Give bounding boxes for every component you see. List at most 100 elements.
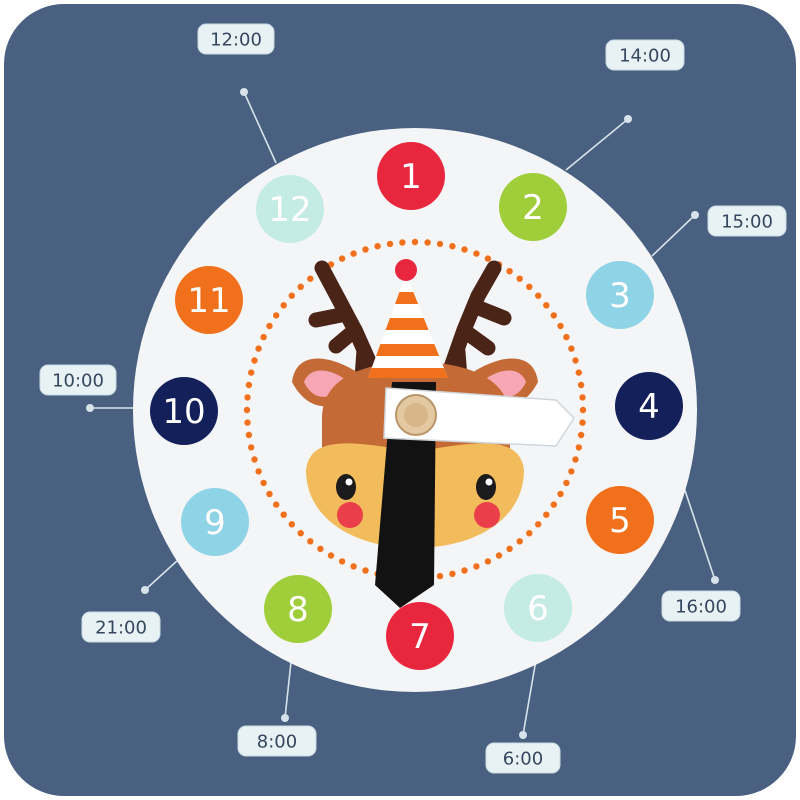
ring-dot <box>568 345 575 352</box>
callout-tags: 12:00 14:00 15:00 10:00 16:00 21:00 8:00 <box>39 23 787 774</box>
ring-dot <box>243 406 251 414</box>
ring-dot <box>244 394 251 401</box>
ring-dot <box>577 381 585 389</box>
ring-dot <box>572 357 579 364</box>
ring-dot <box>577 431 585 439</box>
ring-dot <box>557 322 564 330</box>
ring-dot <box>260 333 267 341</box>
numeral-7-text: 7 <box>409 617 431 657</box>
ring-dot <box>338 558 346 565</box>
ring-dot <box>526 530 533 537</box>
ring-dot <box>317 545 324 552</box>
callout-15-00-text: 15:00 <box>721 212 773 233</box>
callout-10-00: 10:00 <box>39 364 117 396</box>
callout-14-00-text: 14:00 <box>619 46 671 67</box>
callout-21-00-text: 21:00 <box>95 618 147 639</box>
numeral-discs: 1 2 3 4 5 6 7 8 <box>150 142 683 670</box>
numeral-7: 7 <box>386 602 454 670</box>
ring-dot <box>575 369 582 376</box>
ring-dot <box>350 250 357 257</box>
ring-dot <box>244 419 251 426</box>
numeral-1-text: 1 <box>400 157 422 197</box>
callout-21-00: 21:00 <box>81 611 161 643</box>
dotted-ring <box>243 238 587 582</box>
ring-dot <box>288 292 295 299</box>
ring-dot <box>245 431 253 439</box>
ring-dot <box>374 243 381 250</box>
ring-dot <box>386 240 394 248</box>
ring-dot <box>273 312 280 319</box>
ring-dot <box>251 456 258 463</box>
ring-dot <box>579 406 587 414</box>
callout-14-00: 14:00 <box>605 39 685 71</box>
ring-dot <box>526 283 533 290</box>
ring-dot <box>575 444 582 451</box>
ring-dot <box>424 239 431 246</box>
numeral-3-text: 3 <box>609 276 631 316</box>
numeral-1: 1 <box>377 142 445 210</box>
left-eye <box>336 474 356 500</box>
ring-dot <box>255 468 262 475</box>
ring-dot <box>245 381 253 389</box>
ring-dot <box>288 521 295 528</box>
numeral-12: 12 <box>256 175 324 243</box>
ring-dot <box>461 567 468 574</box>
callout-10-00-text: 10:00 <box>52 371 104 392</box>
ring-dot <box>436 572 444 580</box>
ring-dot <box>350 563 357 570</box>
ring-dot <box>568 468 575 475</box>
ring-dot <box>516 275 523 282</box>
ring-dot <box>280 511 287 518</box>
ring-dot <box>484 558 492 565</box>
ring-dot <box>550 312 557 319</box>
callout-8-00-text: 8:00 <box>257 732 297 753</box>
ring-dot <box>563 333 570 341</box>
numeral-10-text: 10 <box>162 392 205 432</box>
numeral-11-text: 11 <box>187 281 230 321</box>
callout-6-00: 6:00 <box>485 742 561 774</box>
callout-16-00: 16:00 <box>661 590 741 622</box>
ring-dot <box>307 275 314 282</box>
ring-dot <box>248 444 255 451</box>
callout-12-00-text: 12:00 <box>210 30 262 51</box>
ring-dot <box>535 292 542 299</box>
numeral-2-text: 2 <box>522 188 544 228</box>
numeral-6-text: 6 <box>527 589 549 629</box>
ring-dot <box>506 545 513 552</box>
ring-dot <box>399 239 406 246</box>
ring-dot <box>362 567 369 574</box>
ring-dot <box>327 552 335 559</box>
numeral-3: 3 <box>586 261 654 329</box>
ring-dot <box>579 419 586 426</box>
ring-dot <box>280 302 287 309</box>
callout-12-00: 12:00 <box>197 23 275 55</box>
ring-dot <box>579 394 586 401</box>
numeral-5-text: 5 <box>609 501 631 541</box>
ring-dot <box>557 490 564 498</box>
numeral-10: 10 <box>150 377 218 445</box>
ring-dot <box>255 345 262 352</box>
ring-dot <box>535 521 542 528</box>
ring-dot <box>260 479 267 487</box>
numeral-2: 2 <box>499 173 567 241</box>
numeral-8: 8 <box>264 575 332 643</box>
ring-dot <box>307 538 314 545</box>
ring-dot <box>273 501 280 508</box>
ring-dot <box>362 246 369 253</box>
ring-dot <box>550 501 557 508</box>
ring-dot <box>266 322 273 330</box>
ring-dot <box>436 240 444 248</box>
numeral-12-text: 12 <box>268 190 311 230</box>
numeral-9: 9 <box>181 488 249 556</box>
right-eye <box>476 474 496 500</box>
ring-dot <box>297 283 304 290</box>
ring-dot <box>516 538 523 545</box>
numeral-4-text: 4 <box>638 387 660 427</box>
ring-dot <box>473 563 480 570</box>
ring-dot <box>563 479 570 487</box>
numeral-6: 6 <box>504 574 572 642</box>
ring-dot <box>461 246 468 253</box>
ring-dot <box>449 243 456 250</box>
ring-dot <box>484 255 492 262</box>
